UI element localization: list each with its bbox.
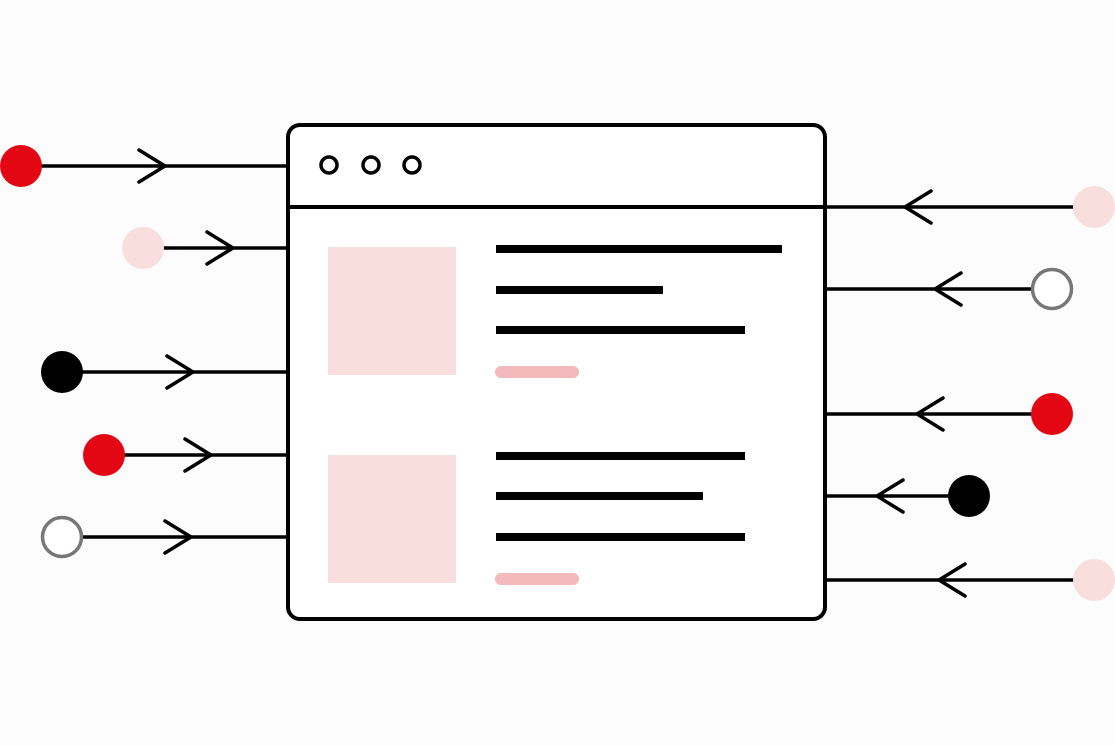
image-placeholder-icon bbox=[328, 247, 456, 375]
window-control-dots-icon bbox=[319, 155, 422, 175]
node-dot-icon bbox=[948, 475, 990, 517]
content-card bbox=[328, 452, 745, 585]
content-card bbox=[328, 245, 782, 378]
node-dot-icon bbox=[1031, 393, 1073, 435]
right-connectors bbox=[825, 186, 1115, 601]
window-dot bbox=[319, 155, 339, 175]
input-connector bbox=[40, 515, 288, 559]
window-dot bbox=[361, 155, 381, 175]
output-connector bbox=[825, 475, 990, 517]
text-line bbox=[496, 326, 745, 334]
input-connector bbox=[122, 227, 288, 269]
text-line bbox=[496, 492, 703, 500]
arrow-right-icon bbox=[163, 519, 195, 555]
node-dot-icon bbox=[1073, 186, 1115, 228]
output-connector bbox=[825, 267, 1074, 311]
input-connector bbox=[0, 145, 288, 187]
window-dot bbox=[402, 155, 422, 175]
left-connectors bbox=[0, 145, 288, 559]
output-connector bbox=[825, 559, 1115, 601]
node-dot-icon bbox=[122, 227, 164, 269]
browser-window bbox=[286, 123, 827, 621]
arrow-left-icon bbox=[873, 478, 905, 514]
image-placeholder-icon bbox=[328, 455, 456, 583]
node-dot-icon bbox=[1073, 559, 1115, 601]
arrow-right-icon bbox=[205, 230, 237, 266]
node-dot-icon bbox=[41, 351, 83, 393]
input-connector bbox=[83, 434, 288, 476]
arrow-right-icon bbox=[183, 437, 215, 473]
text-line bbox=[496, 452, 745, 460]
arrow-left-icon bbox=[901, 189, 933, 225]
arrow-right-icon bbox=[165, 354, 197, 390]
input-connector bbox=[41, 351, 288, 393]
text-line bbox=[496, 533, 745, 541]
output-connector bbox=[825, 393, 1073, 435]
arrow-right-icon bbox=[137, 148, 169, 184]
arrow-left-icon bbox=[913, 396, 945, 432]
text-line bbox=[496, 286, 663, 294]
pill-tag-icon bbox=[495, 573, 579, 585]
arrow-left-icon bbox=[935, 562, 967, 598]
pill-tag-icon bbox=[495, 366, 579, 378]
node-dot-icon bbox=[1030, 267, 1074, 311]
text-line bbox=[496, 245, 782, 253]
node-dot-icon bbox=[40, 515, 84, 559]
node-dot-icon bbox=[83, 434, 125, 476]
node-dot-icon bbox=[0, 145, 42, 187]
output-connector bbox=[825, 186, 1115, 228]
arrow-left-icon bbox=[931, 271, 963, 307]
